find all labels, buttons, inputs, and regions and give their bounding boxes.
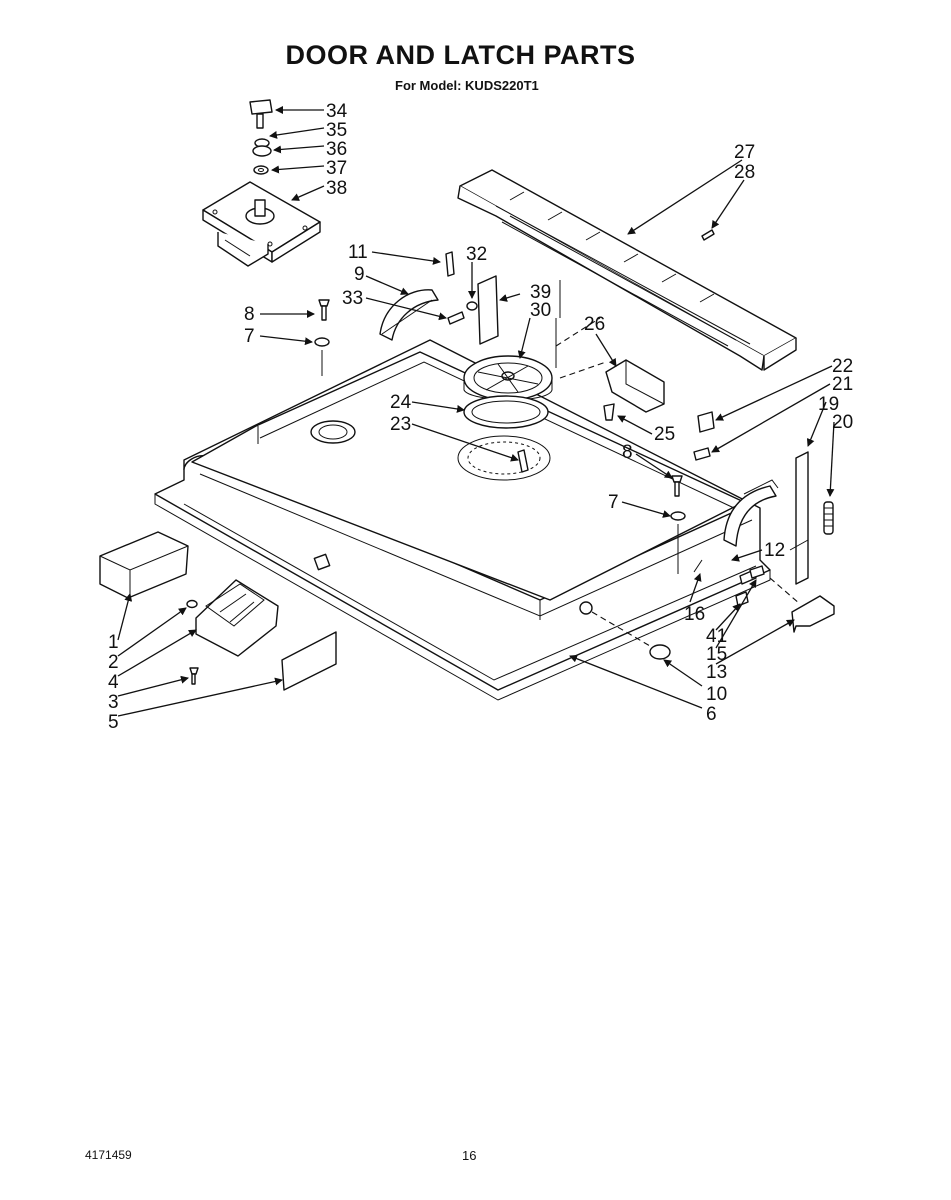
callout-11: 11 [348,242,368,263]
part-34-knob [249,99,273,115]
right-side-parts [591,411,835,660]
part-15-screw [749,565,765,579]
part-36-washer [252,145,272,157]
callout-15: 15 [706,644,727,665]
fasteners-8-7 [314,299,686,574]
callout-labels: 34 35 36 37 38 27 28 11 32 9 39 33 30 8 … [108,101,853,733]
spray-assembly [457,317,601,481]
callout-28: 28 [734,162,755,183]
callout-7-right: 7 [608,492,619,513]
part-23-screw [517,449,529,473]
part-11-clip [445,251,455,277]
callout-8-right: 8 [622,442,633,463]
callout-39: 39 [530,282,551,303]
callout-8-left: 8 [244,304,255,325]
callout-41: 41 [706,626,727,647]
part-37-washer [253,165,269,175]
part-7-washer-right [670,511,686,521]
callout-24: 24 [390,392,412,413]
part-19-strike [795,451,809,585]
part-39-bracket [477,275,499,345]
page-title: DOOR AND LATCH PARTS [285,40,636,70]
part-10-plug [649,644,671,660]
callout-25: 25 [654,424,675,445]
callout-32: 32 [466,244,487,265]
clip-26 [559,359,665,421]
part-9-hinge [379,289,439,341]
callout-5: 5 [108,712,119,733]
part-2-washer [186,599,198,609]
callout-23: 23 [390,414,411,435]
part-25-screw [603,403,615,421]
exploded-view-diagram: 34 35 36 37 38 27 28 11 32 9 39 33 30 8 … [99,99,853,733]
document-number: 4171459 [85,1148,132,1162]
part-27-vent-cover [459,169,797,357]
part-5-shield [281,631,337,691]
part-13-bracket [791,595,835,633]
latch-parts [379,251,499,345]
part-8-screw-right [671,475,683,483]
part-22-clip [697,411,715,433]
callout-36: 36 [326,139,347,160]
callout-19: 19 [818,394,839,415]
part-34-shaft [256,113,264,129]
door-panel [154,299,779,701]
left-bottom-parts [99,531,337,691]
callout-2: 2 [108,652,119,673]
callout-13: 13 [706,662,727,683]
part-7-washer-left [314,337,330,347]
callout-35: 35 [326,120,347,141]
callout-38: 38 [326,178,347,199]
callout-16: 16 [684,604,705,625]
part-4-latch-body [195,579,279,657]
part-21-screw [693,447,711,461]
part-33-screw [447,311,465,325]
callout-10: 10 [706,684,727,705]
callout-30: 30 [530,300,551,321]
page-number: 16 [462,1148,477,1163]
callout-22: 22 [832,356,853,377]
callout-3: 3 [108,692,119,713]
callout-21: 21 [832,374,853,395]
callout-33: 33 [342,288,363,309]
part-20-spring [823,501,834,535]
callout-4: 4 [108,672,119,693]
part-1-bracket [99,531,189,599]
part-28-screw [701,229,715,241]
callout-12: 12 [764,540,785,561]
part-41-bushing [735,591,749,607]
callout-9: 9 [354,264,365,285]
actuator-assembly [202,99,321,267]
vent-cover-assembly [457,169,797,371]
callout-1: 1 [108,632,119,653]
leader-lines [117,106,835,717]
part-26-clip [605,359,665,413]
callout-6: 6 [706,704,717,725]
model-subtitle: For Model: KUDS220T1 [395,78,539,93]
callout-27: 27 [734,142,755,163]
part-32-nut [466,301,478,311]
part-8-screw-left [318,299,330,307]
part-3-screw [189,667,199,675]
callout-26: 26 [584,314,605,335]
callout-7-left: 7 [244,326,255,347]
callout-34: 34 [326,101,348,122]
callout-20: 20 [832,412,853,433]
callout-37: 37 [326,158,347,179]
